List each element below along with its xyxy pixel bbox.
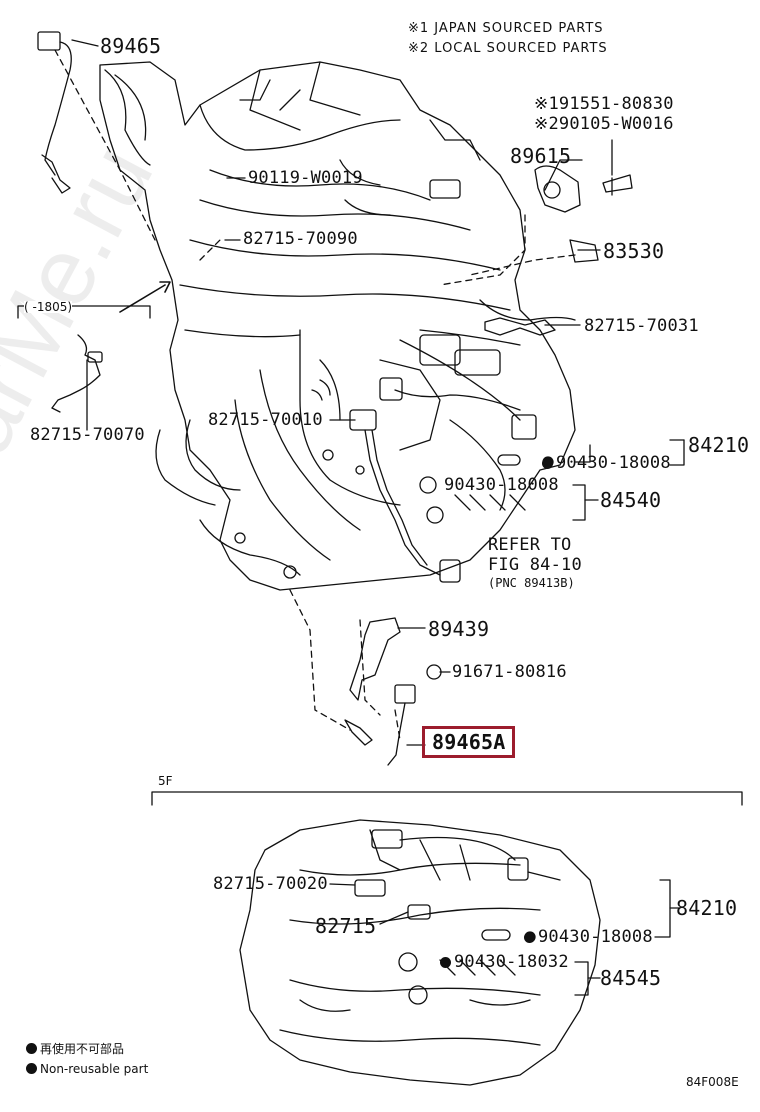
part-82715-70010[interactable]: 82715-70010 bbox=[208, 410, 323, 430]
section-bracket bbox=[151, 791, 743, 806]
non-reusable-icon bbox=[524, 932, 535, 943]
knock-sensor-drawing bbox=[534, 139, 633, 213]
legend-jp: 再使用不可部品 bbox=[26, 1043, 124, 1055]
lower-sensor-drawing bbox=[344, 617, 442, 766]
part-82715[interactable]: 82715 bbox=[315, 914, 377, 938]
part-90430-18008-upper-b[interactable]: 90430-18008 bbox=[444, 475, 559, 495]
part-89439[interactable]: 89439 bbox=[428, 617, 490, 641]
note-japan-sourced: ※1 JAPAN SOURCED PARTS bbox=[408, 21, 604, 36]
part-89615[interactable]: 89615 bbox=[510, 144, 572, 168]
part-90105-W0016[interactable]: ※290105-W0016 bbox=[534, 114, 674, 134]
engine-assembly-drawing bbox=[99, 61, 576, 591]
part-90430-18008-lower[interactable]: 90430-18008 bbox=[524, 929, 653, 946]
part-84210-upper[interactable]: 84210 bbox=[688, 433, 750, 457]
legend-en: Non-reusable part bbox=[26, 1063, 148, 1075]
non-reusable-icon bbox=[440, 957, 451, 968]
note-local-sourced: ※2 LOCAL SOURCED PARTS bbox=[408, 41, 608, 56]
figure-code: 84F008E bbox=[686, 1075, 739, 1089]
leader-lines bbox=[54, 49, 576, 741]
part-90430-18032[interactable]: 90430-18032 bbox=[440, 954, 569, 971]
part-89465A-highlighted[interactable]: 89465A bbox=[422, 726, 516, 758]
refer-line-2[interactable]: FIG 84-10 bbox=[488, 555, 582, 575]
oxygen-sensor-drawing bbox=[37, 31, 72, 194]
part-83530[interactable]: 83530 bbox=[603, 239, 665, 263]
non-reusable-icon bbox=[542, 458, 553, 469]
part-90430-18008-upper-a[interactable]: 90430-18008 bbox=[542, 455, 671, 472]
part-91671-80816[interactable]: 91671-80816 bbox=[452, 662, 567, 682]
transaxle-5f-drawing bbox=[239, 819, 601, 1086]
pressure-switch-drawing bbox=[569, 239, 599, 263]
refer-line-3: (PNC 89413B) bbox=[488, 576, 575, 590]
non-reusable-icon bbox=[26, 1043, 37, 1054]
part-90119-W0019[interactable]: 90119-W0019 bbox=[248, 168, 363, 188]
part-91551-80830[interactable]: ※191551-80830 bbox=[534, 94, 674, 114]
part-82715-70020[interactable]: 82715-70020 bbox=[213, 874, 328, 894]
inset-sensor-drawing bbox=[17, 305, 151, 413]
lower-leaders bbox=[329, 871, 681, 996]
part-82715-70070[interactable]: 82715-70070 bbox=[30, 425, 145, 445]
part-82715-70090[interactable]: 82715-70090 bbox=[243, 229, 358, 249]
part-82715-70031[interactable]: 82715-70031 bbox=[584, 316, 699, 336]
inset-range-label: ( -1805) bbox=[24, 300, 73, 314]
part-84540[interactable]: 84540 bbox=[600, 488, 662, 512]
section-label-5f: 5F bbox=[158, 774, 173, 788]
part-84545[interactable]: 84545 bbox=[600, 966, 662, 990]
non-reusable-icon bbox=[26, 1063, 37, 1074]
refer-line-1: REFER TO bbox=[488, 535, 572, 555]
part-89465[interactable]: 89465 bbox=[100, 34, 162, 58]
part-84210-lower[interactable]: 84210 bbox=[676, 896, 738, 920]
